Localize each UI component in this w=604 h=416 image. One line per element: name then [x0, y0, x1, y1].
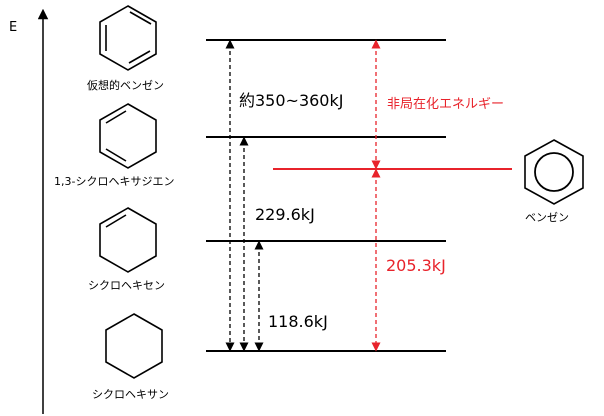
virtual-benzene-structure [99, 5, 157, 71]
energy-axis-label: E [9, 20, 17, 35]
cyclohexane-structure [105, 313, 163, 379]
benzene-structure [524, 139, 584, 205]
energy-benzene-gap: 205.3kJ [386, 256, 446, 275]
cyclohexane-label: シクロヘキサン [92, 388, 169, 401]
virtual-benzene-label: 仮想的ベンゼン [87, 78, 164, 92]
cyclohexene-label: シクロヘキセン [88, 279, 165, 292]
benzene-label: ベンゼン [525, 211, 569, 224]
energy-virtual-benzene-gap: 約350~360kJ [239, 91, 343, 110]
cyclohexadiene-structure [99, 103, 157, 169]
energy-resonance-label: 非局在化エネルギー [387, 97, 504, 112]
cyclohexadiene-label: 1,3-シクロヘキサジエン [54, 175, 174, 188]
energy-cyclohexene-gap: 118.6kJ [268, 312, 328, 331]
energy-cyclohexadiene-gap: 229.6kJ [255, 205, 315, 224]
cyclohexene-structure [99, 207, 157, 273]
